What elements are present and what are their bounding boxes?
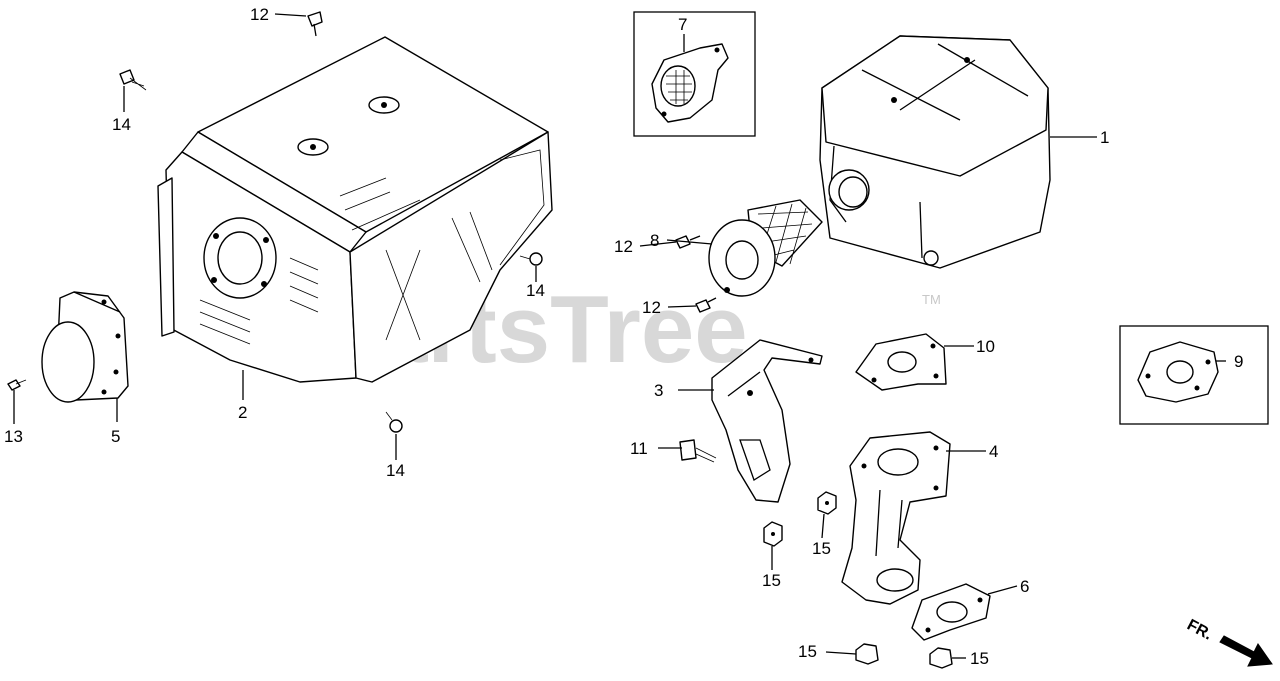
- muffler: [819, 35, 1051, 269]
- callout-14-bottom: 14: [386, 461, 405, 480]
- spark-arrester-box: [633, 11, 756, 137]
- bolt-14-mid: [519, 252, 543, 266]
- callout-4: 4: [989, 442, 998, 461]
- screw-12-b: [695, 297, 717, 313]
- callout-8: 8: [650, 231, 659, 250]
- muffler-bracket: [711, 339, 823, 503]
- gasket-muffler: [855, 333, 947, 391]
- callout-2: 2: [238, 403, 247, 422]
- callout-5: 5: [111, 427, 120, 446]
- nut-15-b: [763, 521, 783, 547]
- gasket-exhaust: [911, 583, 991, 641]
- callout-15-b: 15: [762, 571, 781, 590]
- callout-1: 1: [1100, 128, 1109, 147]
- direction-label: FR.: [1184, 617, 1215, 644]
- screw-13: [7, 379, 27, 391]
- callout-12-top: 12: [250, 5, 269, 24]
- bolt-14-bottom: [385, 411, 403, 433]
- nut-15-d: [929, 647, 953, 669]
- callout-15-d: 15: [970, 649, 989, 668]
- callout-10: 10: [976, 337, 995, 356]
- bolt-14-top: [119, 69, 147, 91]
- callout-15-a: 15: [812, 539, 831, 558]
- arrow-icon: [1219, 635, 1273, 667]
- watermark-trademark: TM: [922, 292, 941, 307]
- exhaust-tube: [708, 199, 823, 297]
- callout-12-mid: 12: [614, 237, 633, 256]
- callout-14-top: 14: [112, 115, 131, 134]
- callout-15-c: 15: [798, 642, 817, 661]
- nut-15-a: [817, 491, 837, 515]
- callout-7: 7: [678, 15, 687, 34]
- callout-3: 3: [654, 381, 663, 400]
- callout-labels: 1 2 3 4 5 6 7 8 9 10 11 12 12 12 13 14 1…: [4, 5, 1243, 668]
- gasket-box: [1119, 325, 1269, 425]
- callout-6: 6: [1020, 577, 1029, 596]
- nut-15-c: [855, 643, 879, 665]
- muffler-protector: [157, 36, 553, 383]
- callout-9: 9: [1234, 352, 1243, 371]
- exhaust-joint: [841, 431, 951, 605]
- muffler-cap: [41, 291, 129, 403]
- callout-14-mid: 14: [526, 281, 545, 300]
- front-direction-indicator: FR.: [1184, 617, 1273, 667]
- callout-11: 11: [630, 439, 648, 458]
- leader-lines: [13, 13, 1226, 659]
- gasket-alt: [1137, 341, 1219, 403]
- spark-arrester: [651, 43, 729, 123]
- callout-12-low: 12: [642, 298, 661, 317]
- screw-12-a: [675, 235, 701, 249]
- bolt-11: [679, 439, 717, 463]
- bolt-12-top: [307, 11, 323, 37]
- callout-13: 13: [4, 427, 23, 446]
